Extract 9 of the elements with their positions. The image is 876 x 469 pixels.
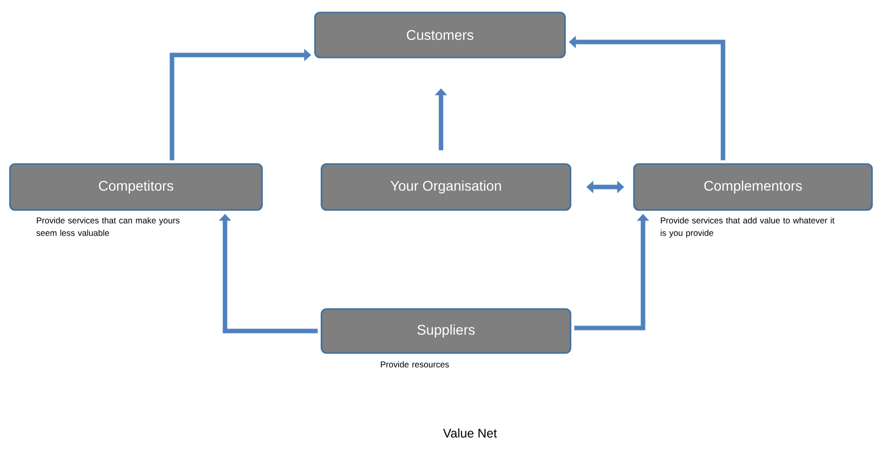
process-box: Customers bbox=[314, 12, 566, 58]
process-box: Complementors bbox=[633, 163, 873, 211]
note-text: Provide resources bbox=[380, 361, 449, 368]
note-text: Provide services that add value to whatever it is you provide bbox=[660, 217, 834, 238]
process-box: Your Organisation bbox=[320, 163, 572, 211]
process-box: Suppliers bbox=[320, 308, 572, 354]
note-text: Provide services that can make yours seem less valuable bbox=[36, 217, 180, 236]
caption: Value Net bbox=[443, 428, 497, 438]
process-box: Competitors bbox=[9, 163, 263, 211]
